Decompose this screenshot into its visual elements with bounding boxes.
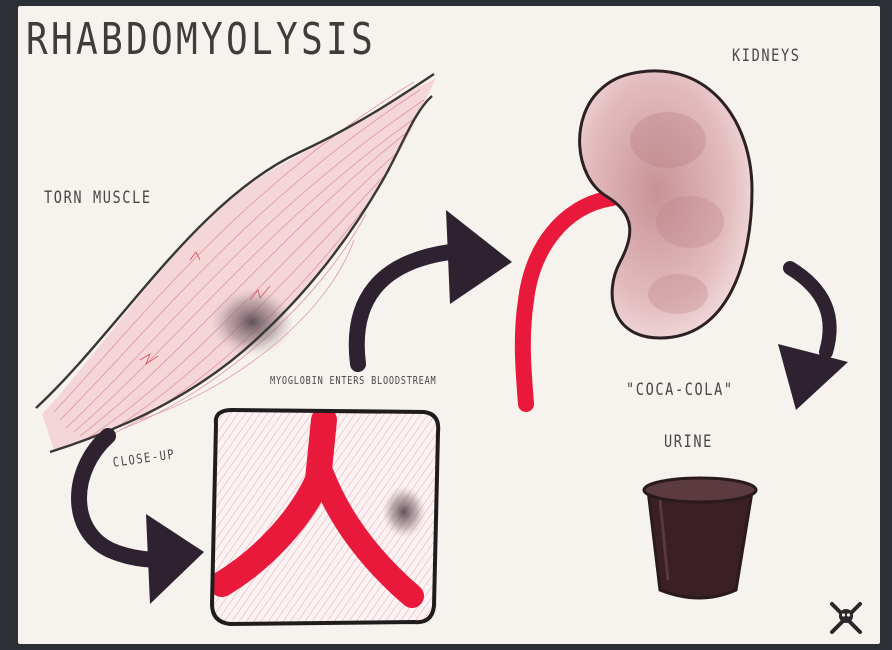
skull-crossbones-icon <box>832 604 860 632</box>
urine-label: URINE <box>664 432 713 452</box>
arrow-to-kidney <box>357 210 512 364</box>
kidneys-label: KIDNEYS <box>732 46 801 66</box>
myoglobin-label: MYOGLOBIN ENTERS BLOODSTREAM <box>270 374 436 387</box>
torn-muscle <box>36 74 436 452</box>
blood-vessel-kidney <box>523 198 612 404</box>
coca-cola-label: "COCA-COLA" <box>626 380 734 400</box>
close-up-box <box>200 400 450 640</box>
diagram-title: RHABDOMYOLYSIS <box>26 14 376 65</box>
urine-glass <box>644 478 756 598</box>
torn-muscle-label: TORN MUSCLE <box>44 188 152 208</box>
arrow-to-urine <box>778 268 848 410</box>
